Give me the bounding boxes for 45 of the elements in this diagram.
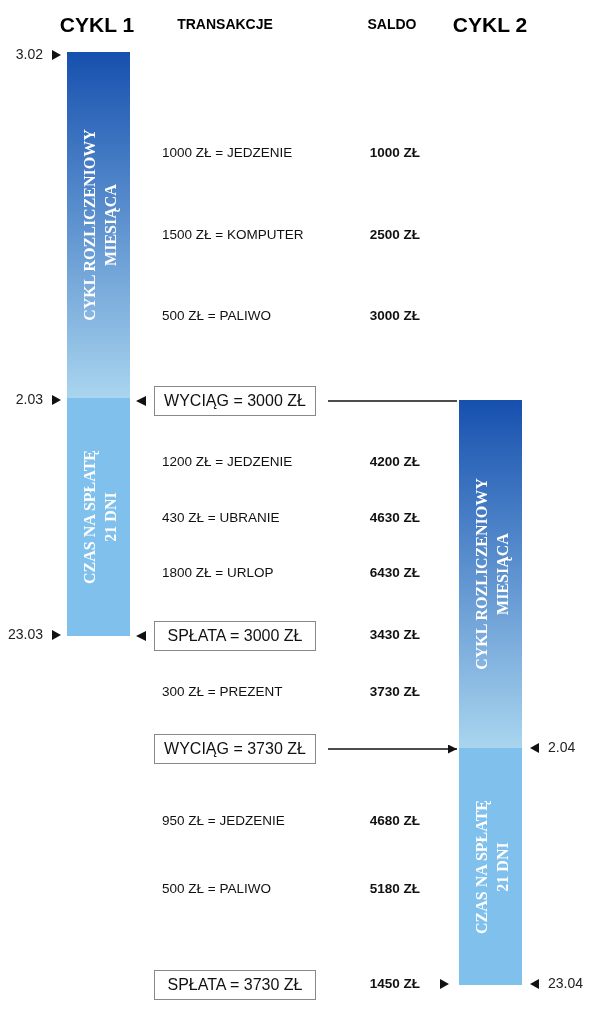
balance-value: 4680 ZŁ [369,812,420,830]
balance-value: 6430 ZŁ [369,564,420,582]
billing-cycle-bar [67,52,130,398]
arrow [327,744,458,754]
bar-label: CZAS NA SPŁATĘ 21 DNI [78,449,119,586]
balance-value: 4200 ZŁ [369,453,420,471]
bar-label: CYKL ROZLICZENIOWY MIESIĄCA [78,128,120,323]
bar-label: CYKL ROZLICZENIOWY MIESIĄCA [470,477,512,672]
transaction-text: 500 ZŁ = PALIWO [162,880,271,898]
statement-box: WYCIĄG = 3000 ZŁ [154,386,316,416]
transaction-text: 500 ZŁ = PALIWO [162,307,271,325]
connector-line [327,400,458,402]
billing-cycle-bar [459,400,522,748]
balance-value: 4630 ZŁ [369,509,420,527]
date-label: 23.03 [7,626,43,644]
balance-value: 5180 ZŁ [369,880,420,898]
column-heading: CYKL 2 [452,11,528,38]
balance-value: 3730 ZŁ [369,683,420,701]
transaction-text: 1000 ZŁ = JEDZENIE [162,144,293,162]
statement-box: SPŁATA = 3730 ZŁ [154,970,316,1000]
statement-box: WYCIĄG = 3730 ZŁ [154,734,316,764]
balance-value: 1450 ZŁ [369,975,420,993]
date-label: 2.03 [15,391,43,409]
date-label: 23.04 [548,975,584,993]
balance-value: 3430 ZŁ [369,626,420,644]
bar-label: CZAS NA SPŁATĘ 21 DNI [470,798,511,936]
transaction-text: 950 ZŁ = JEDZENIE [162,812,285,830]
arrow [136,396,146,406]
repayment-period-bar [67,398,130,636]
balance-value: 2500 ZŁ [369,226,420,244]
balance-value: 1000 ZŁ [369,144,420,162]
balance-value: 3000 ZŁ [369,307,420,325]
transaction-text: 1500 ZŁ = KOMPUTER [162,226,304,244]
column-heading: TRANSAKCJE [177,16,273,34]
date-label: 3.02 [15,46,43,64]
arrow [136,631,146,641]
column-heading: SALDO [367,16,417,34]
date-label: 2.04 [548,739,576,757]
repayment-period-bar [459,748,522,985]
transaction-text: 1200 ZŁ = JEDZENIE [162,453,293,471]
transaction-text: 430 ZŁ = UBRANIE [162,509,280,527]
transaction-text: 300 ZŁ = PREZENT [162,683,283,701]
transaction-text: 1800 ZŁ = URLOP [162,564,274,582]
statement-box: SPŁATA = 3000 ZŁ [154,621,316,651]
column-heading: CYKL 1 [59,11,135,38]
